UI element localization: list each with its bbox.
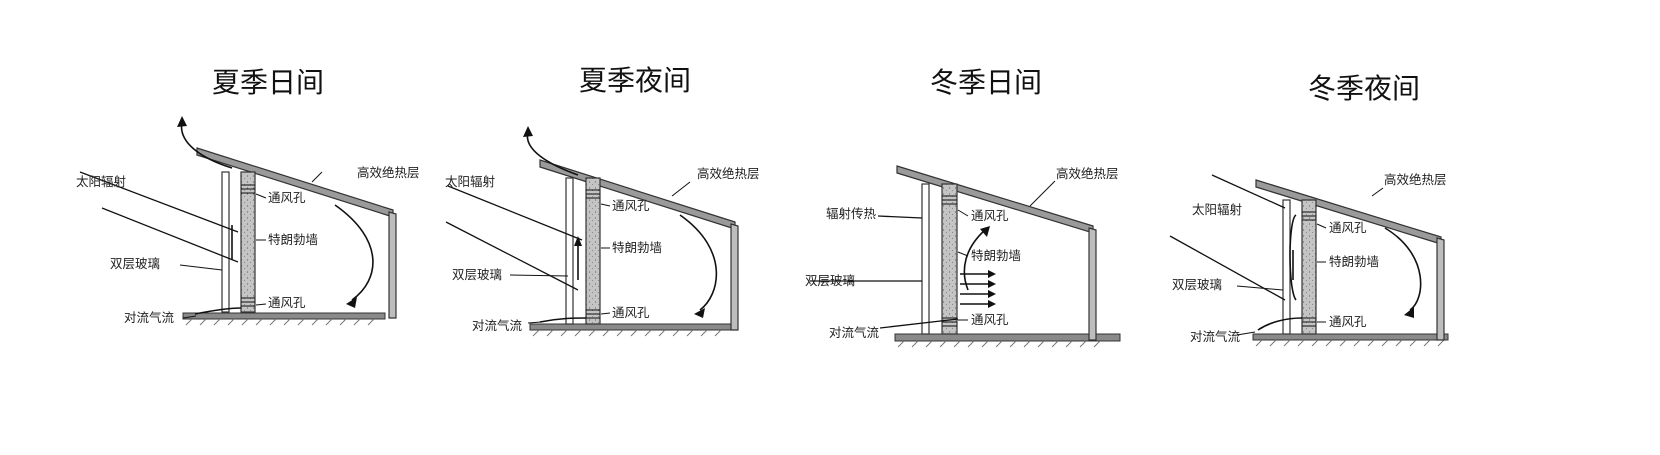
double-glazing — [221, 171, 230, 313]
ground — [1252, 333, 1449, 347]
vent-bottom — [586, 309, 600, 319]
trombe-wall — [240, 171, 256, 313]
label-glass: 双层玻璃 — [452, 267, 502, 282]
double-glazing — [565, 177, 574, 325]
label-vent-top: 通风孔 — [971, 208, 1009, 223]
label-glass: 双层玻璃 — [805, 273, 855, 288]
panel-title: 冬季日间 — [930, 66, 1042, 99]
room-air-arrow — [334, 204, 374, 301]
label-vent-top: 通风孔 — [1329, 220, 1367, 235]
label-insulation: 高效绝热层 — [1056, 166, 1119, 181]
convection-arrow — [539, 317, 587, 323]
north-wall — [730, 223, 739, 331]
panel-winter-day: 冬季日间 — [805, 66, 1121, 348]
north-wall — [1436, 237, 1445, 341]
label-wall: 特朗勃墙 — [612, 240, 662, 255]
vent-top — [1302, 211, 1316, 221]
solar-ray — [79, 171, 239, 233]
exhaust-arrow — [180, 121, 233, 169]
room-air-arrow — [679, 214, 718, 311]
label-vent-bottom: 通风孔 — [1329, 314, 1367, 329]
exhaust-arrow — [526, 131, 579, 176]
trombe-wall — [1301, 199, 1317, 335]
label-insulation: 高效绝热层 — [1384, 172, 1447, 187]
label-vent-top: 通风孔 — [612, 198, 650, 213]
leader — [311, 171, 323, 183]
double-glazing — [921, 183, 930, 335]
solar-ray — [1211, 174, 1286, 209]
label-airflow: 对流气流 — [124, 310, 175, 325]
ground — [894, 333, 1121, 348]
label-glass: 双层玻璃 — [110, 256, 160, 271]
label-vent-bottom: 通风孔 — [971, 312, 1009, 327]
label-solar: 太阳辐射 — [1192, 202, 1242, 217]
label-radiant: 辐射传热 — [826, 206, 877, 221]
vent-bottom — [1302, 317, 1316, 327]
trombe-wall — [585, 177, 601, 325]
convection-arrow — [1257, 317, 1303, 331]
ground — [529, 323, 736, 337]
arrow-head — [574, 236, 582, 246]
label-glass: 双层玻璃 — [1172, 277, 1222, 292]
panel-title: 夏季夜间 — [579, 64, 691, 97]
vent-top — [586, 189, 600, 199]
north-wall — [388, 211, 397, 319]
label-vent-top: 通风孔 — [268, 190, 306, 205]
label-solar: 太阳辐射 — [445, 174, 495, 189]
panel-title: 冬季夜间 — [1308, 72, 1420, 105]
convection-leader — [879, 318, 959, 329]
solar-ray — [447, 185, 583, 241]
convection-arrow — [194, 307, 242, 315]
room-air-arrow — [1384, 227, 1422, 311]
label-wall: 特朗勃墙 — [1329, 254, 1379, 269]
label-wall: 特朗勃墙 — [971, 248, 1021, 263]
panel-winter-night: 冬季夜间 高效绝热层 — [1169, 72, 1449, 347]
solar-ray — [1169, 235, 1286, 301]
label-airflow: 对流气流 — [472, 318, 523, 333]
vent-top — [942, 195, 957, 205]
arrow-head — [177, 116, 187, 127]
label-vent-bottom: 通风孔 — [612, 305, 650, 320]
panel-summer-night: 夏季夜间 — [445, 64, 760, 337]
ground — [182, 312, 386, 326]
arrow-head — [694, 308, 705, 318]
solar-ray — [445, 221, 579, 291]
double-glazing — [1282, 199, 1291, 335]
trombe-wall — [941, 183, 958, 335]
radiant-leader — [877, 215, 923, 219]
solar-ray — [101, 207, 239, 263]
arrow-head — [523, 126, 533, 137]
arrow-head — [980, 226, 990, 237]
label-solar: 太阳辐射 — [76, 174, 126, 189]
heat-radiation-arrows — [960, 270, 996, 308]
label-wall: 特朗勃墙 — [268, 232, 318, 247]
arrow-head — [346, 297, 357, 308]
panel-title: 夏季日间 — [212, 66, 324, 99]
vent-bottom — [942, 317, 957, 327]
label-insulation: 高效绝热层 — [697, 166, 760, 181]
panel-summer-day: 夏季日间 — [76, 66, 420, 326]
label-airflow: 对流气流 — [829, 325, 880, 340]
inner-loop-arrow — [1289, 214, 1297, 301]
north-wall — [1088, 227, 1097, 341]
arrow-head — [1404, 307, 1414, 318]
vent-top — [241, 184, 255, 194]
label-airflow: 对流气流 — [1190, 329, 1241, 344]
label-insulation: 高效绝热层 — [357, 165, 420, 180]
label-vent-bottom: 通风孔 — [268, 295, 306, 310]
vent-bottom — [241, 297, 255, 307]
